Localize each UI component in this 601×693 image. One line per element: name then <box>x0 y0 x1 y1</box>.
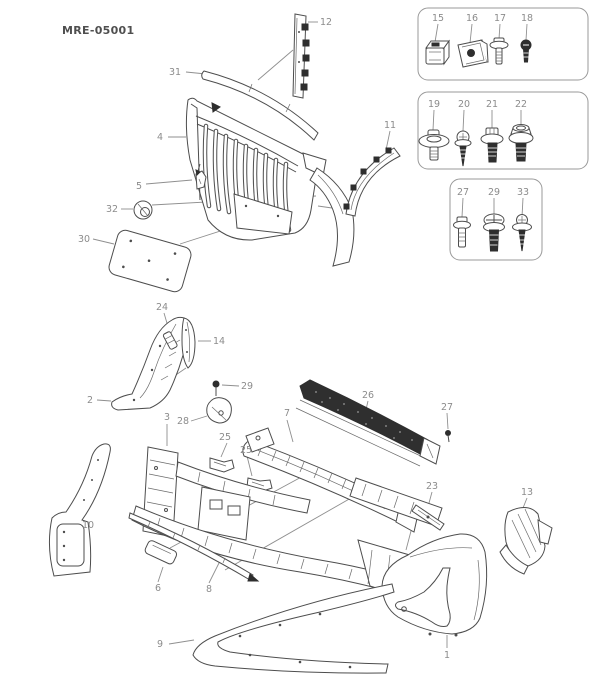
large-washer-bolt-icon <box>418 129 450 161</box>
part-26-upper-beam <box>295 379 441 467</box>
part-11-side-retainer <box>343 147 401 217</box>
part-8-lower-strip <box>128 512 260 582</box>
callout-29b: 29 <box>488 187 500 198</box>
callout-5: 5 <box>136 181 142 192</box>
part-32-grommet <box>133 200 153 220</box>
part-5-bracket <box>195 163 207 190</box>
washer-bolt-icon <box>489 37 509 65</box>
callout-3: 3 <box>164 412 170 423</box>
part-9-lower-moulding <box>192 583 395 674</box>
callout-1: 1 <box>444 650 450 661</box>
callout-6: 6 <box>155 583 161 594</box>
callout-4: 4 <box>157 132 163 143</box>
part-30-license-bracket <box>108 229 192 293</box>
callout-15: 15 <box>432 13 444 24</box>
callout-9: 9 <box>157 639 163 650</box>
callout-18: 18 <box>521 13 533 24</box>
callout-28: 28 <box>177 416 189 427</box>
callout-2: 2 <box>87 395 93 406</box>
callout-14: 14 <box>213 336 225 347</box>
callout-20: 20 <box>458 99 470 110</box>
part-4-radiator-grille <box>185 97 355 267</box>
callout-22: 22 <box>515 99 527 110</box>
callout-13: 13 <box>521 487 533 498</box>
part-2-side-support <box>111 316 190 411</box>
washer-tapping-screw-icon <box>512 214 532 252</box>
callout-17: 17 <box>494 13 506 24</box>
callout-27: 27 <box>441 402 453 413</box>
part-24-clip <box>162 331 178 350</box>
part-10-side-trim <box>48 443 111 577</box>
part-29-screw-callout <box>212 380 220 396</box>
clip-nut-icon <box>425 39 450 66</box>
hardware-panel-bottom: 27 29 33 <box>449 178 543 261</box>
callout-33b: 33 <box>517 187 529 198</box>
callout-19: 19 <box>428 99 440 110</box>
callout-16: 16 <box>466 13 478 24</box>
j-clip-icon <box>457 39 489 68</box>
dome-flange-bolt-icon <box>483 213 505 252</box>
callout-24: 24 <box>156 302 168 313</box>
diagram-code: MRE-05001 <box>62 24 134 37</box>
callout-27b: 27 <box>457 187 469 198</box>
flange-hex-bolt-icon <box>508 124 534 162</box>
part-28-bracket <box>206 397 232 424</box>
hex-bolt-icon <box>453 216 471 248</box>
part-25-bracket-a <box>209 457 235 473</box>
part-14-retainer <box>181 317 196 369</box>
part-12-retainer-strip <box>292 13 310 99</box>
callout-8: 8 <box>206 584 212 595</box>
callout-10: 10 <box>82 520 94 531</box>
hardware-panel-middle: 19 20 21 22 <box>417 91 589 170</box>
part-27-bolt-callout <box>445 430 451 443</box>
panel-border <box>417 91 589 170</box>
callout-30: 30 <box>78 234 90 245</box>
callout-11: 11 <box>384 120 396 131</box>
callout-7: 7 <box>284 408 290 419</box>
callout-31: 31 <box>169 67 181 78</box>
part-13-corner-bracket <box>499 507 553 575</box>
tapping-screw-icon <box>454 130 472 167</box>
part-31-upper-moulding <box>201 70 319 141</box>
hardware-panel-top: 15 16 17 18 <box>417 7 589 81</box>
part-1-bumper-cover <box>381 533 488 637</box>
callout-23: 23 <box>426 481 438 492</box>
callout-25a: 25 <box>219 432 231 443</box>
round-screw-icon <box>520 39 532 63</box>
hex-washer-bolt-icon <box>480 127 504 163</box>
callout-32: 32 <box>106 204 118 215</box>
callout-21: 21 <box>486 99 498 110</box>
callout-25b: 25 <box>240 445 252 456</box>
callout-26: 26 <box>362 390 374 401</box>
callout-29: 29 <box>241 381 253 392</box>
part-6-pad <box>144 540 178 565</box>
callout-labels: 1 2 3 4 5 6 7 8 9 10 11 12 13 14 23 24 2… <box>78 17 533 661</box>
front-direction-arrow <box>211 102 221 113</box>
part-23-retainer-strip <box>411 504 445 531</box>
callout-12: 12 <box>320 17 332 28</box>
